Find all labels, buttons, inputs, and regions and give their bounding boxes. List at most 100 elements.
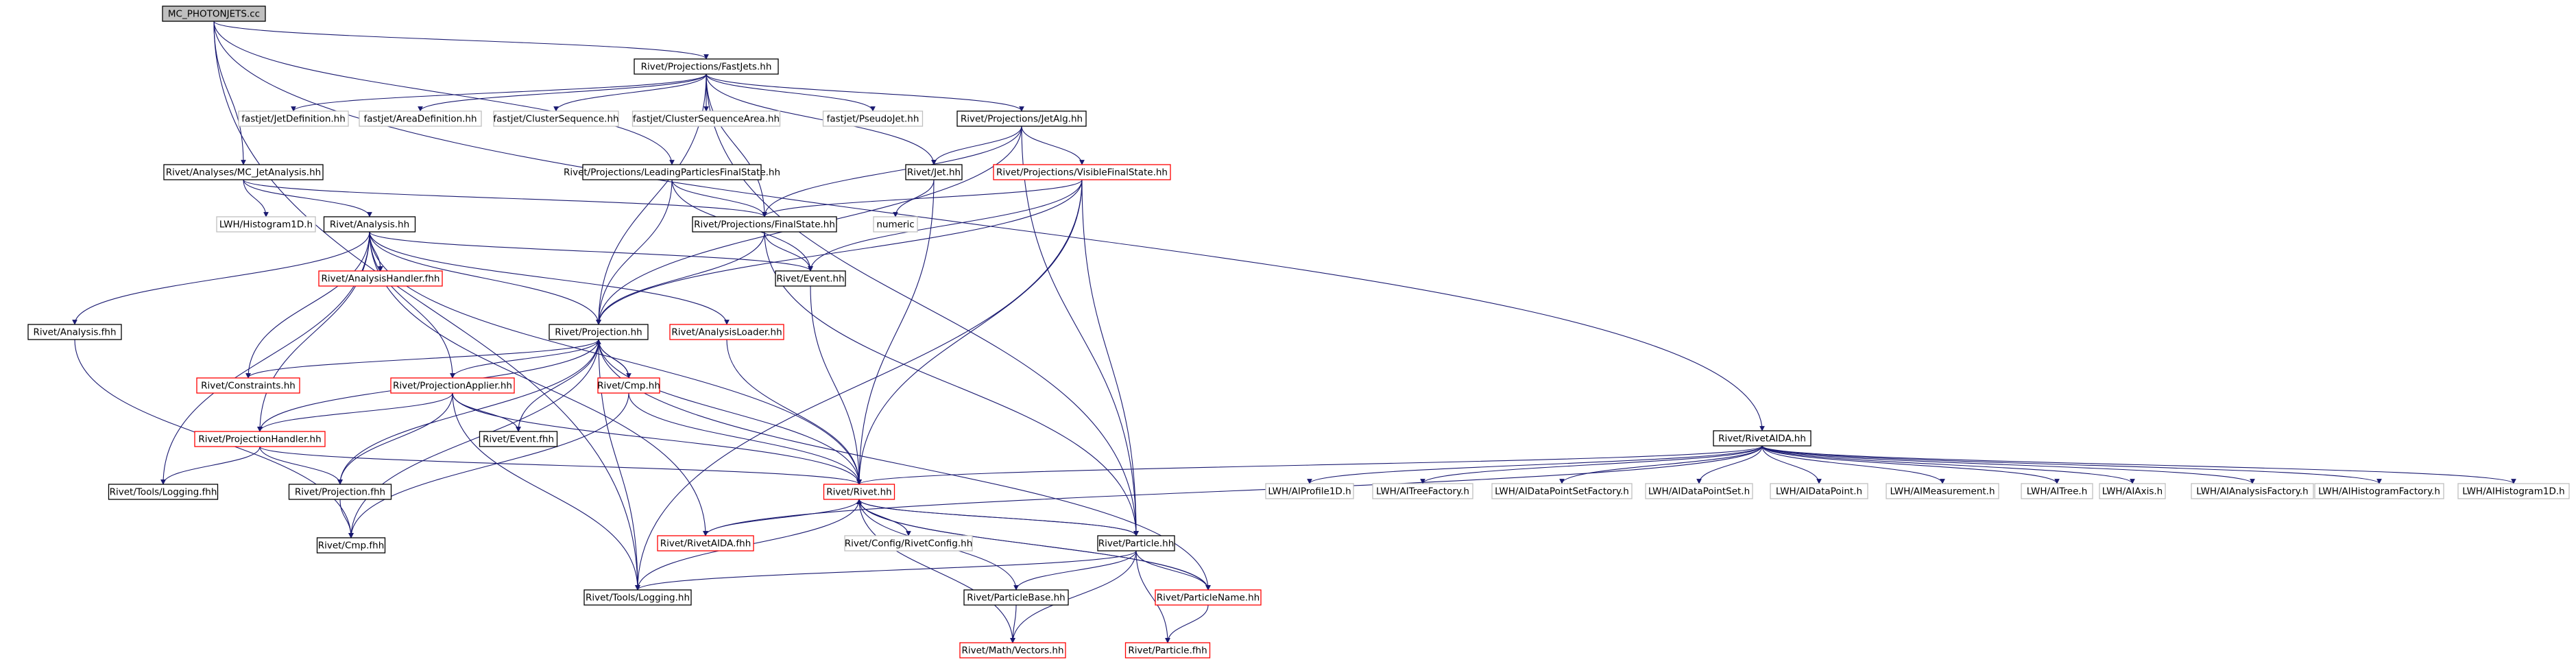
node-label: Rivet/Tools/Logging.fhh — [110, 487, 217, 498]
edge-papplier-to-projection-fhh — [337, 392, 453, 485]
edge-finalstate-to-projection — [596, 231, 765, 325]
node-particle-fhh[interactable]: Rivet/Particle.fhh — [1124, 642, 1211, 659]
node-finalstate[interactable]: Rivet/Projections/FinalState.hh — [692, 216, 837, 233]
node-vectors[interactable]: Rivet/Math/Vectors.hh — [959, 642, 1066, 659]
node-fj-jetdef[interactable]: fastjet/JetDefinition.hh — [238, 110, 349, 127]
node-aihist1d[interactable]: LWH/AIHistogram1D.h — [2457, 483, 2570, 499]
node-aianfac[interactable]: LWH/AIAnalysisFactory.h — [2191, 483, 2314, 499]
node-particle[interactable]: Rivet/Particle.hh — [1097, 535, 1175, 552]
node-box — [316, 537, 386, 554]
node-logging-fhh[interactable]: Rivet/Tools/Logging.fhh — [108, 484, 219, 500]
node-label: Rivet/Rivet.hh — [826, 487, 891, 498]
node-pbase[interactable]: Rivet/ParticleBase.hh — [963, 589, 1069, 606]
node-label: LWH/AIDataPointSet.h — [1648, 486, 1750, 497]
node-vfs[interactable]: Rivet/Projections/VisibleFinalState.hh — [993, 164, 1171, 180]
node-rivetaida-fhh[interactable]: Rivet/RivetAIDA.fhh — [657, 535, 754, 552]
node-constraints[interactable]: Rivet/Constraints.hh — [196, 377, 300, 394]
edge-analysis-to-event — [369, 231, 813, 272]
node-aiprofile[interactable]: LWH/AIProfile1D.h — [1265, 483, 1354, 499]
node-box — [318, 270, 443, 287]
node-pname[interactable]: Rivet/ParticleName.hh — [1155, 589, 1262, 606]
edge-rivetaida-to-aihist1d — [1761, 445, 2516, 484]
edge-rivetaida-to-aimeas — [1761, 445, 1945, 484]
node-cmp-fhh[interactable]: Rivet/Cmp.fhh — [316, 537, 386, 554]
node-label: fastjet/ClusterSequenceArea.hh — [633, 114, 780, 125]
node-jetalg[interactable]: Rivet/Projections/JetAlg.hh — [956, 110, 1087, 127]
edge-rivetaida-to-aitreefac — [1420, 445, 1763, 484]
node-lwh-h1d[interactable]: LWH/Histogram1D.h — [216, 216, 316, 233]
node-mcjet[interactable]: Rivet/Analyses/MC_JetAnalysis.hh — [163, 164, 324, 180]
node-box — [956, 110, 1087, 127]
node-label: Rivet/Jet.hh — [907, 167, 961, 178]
node-aitreefac[interactable]: LWH/AITreeFactory.h — [1372, 483, 1473, 499]
node-phandler[interactable]: Rivet/ProjectionHandler.hh — [194, 431, 326, 447]
node-mc[interactable]: MC_PHOTONJETS.cc — [162, 5, 266, 22]
edge-rivetaida-to-rivetaida-fhh — [703, 445, 1763, 536]
node-cmp[interactable]: Rivet/Cmp.hh — [597, 377, 660, 394]
node-label: Rivet/Event.hh — [776, 274, 844, 285]
node-fj-areadef[interactable]: fastjet/AreaDefinition.hh — [359, 110, 482, 127]
node-aidp[interactable]: LWH/AIDataPoint.h — [1770, 483, 1868, 499]
node-projection[interactable]: Rivet/Projection.hh — [549, 324, 649, 340]
edge-fastjets-to-fj-jetdef — [291, 73, 707, 112]
node-aidpsfac[interactable]: LWH/AIDataPointSetFactory.h — [1491, 483, 1633, 499]
node-fastjets[interactable]: Rivet/Projections/FastJets.hh — [634, 58, 779, 75]
node-event[interactable]: Rivet/Event.hh — [775, 270, 846, 287]
edge-papplier-to-event-fhh — [452, 392, 521, 432]
node-box — [823, 484, 895, 500]
edge-jetalg-to-vfs — [1021, 126, 1085, 165]
edge-projection-to-constraints — [245, 339, 599, 379]
node-event-fhh[interactable]: Rivet/Event.fhh — [479, 431, 558, 447]
node-rivet[interactable]: Rivet/Rivet.hh — [823, 484, 895, 500]
node-aloader[interactable]: Rivet/AnalysisLoader.hh — [669, 324, 784, 340]
node-box — [963, 589, 1069, 606]
node-label: numeric — [876, 220, 914, 230]
node-fj-pj[interactable]: fastjet/PseudoJet.hh — [822, 110, 924, 127]
node-aiaxis[interactable]: LWH/AIAxis.h — [2099, 483, 2166, 499]
node-box — [873, 216, 918, 233]
node-aimeas[interactable]: LWH/AIMeasurement.h — [1886, 483, 1999, 499]
node-jet[interactable]: Rivet/Jet.hh — [905, 164, 963, 180]
node-papplier[interactable]: Rivet/ProjectionApplier.hh — [390, 377, 515, 394]
edge-mc-to-logging — [213, 21, 640, 591]
edge-analysis-to-papplier — [369, 231, 455, 379]
node-box — [162, 5, 266, 22]
edge-pname-to-rivet — [856, 499, 1209, 591]
node-aidps[interactable]: LWH/AIDataPointSet.h — [1645, 483, 1753, 499]
node-logging[interactable]: Rivet/Tools/Logging.hh — [583, 589, 692, 606]
node-ahandler[interactable]: Rivet/AnalysisHandler.fhh — [318, 270, 443, 287]
node-box — [2314, 483, 2444, 499]
edge-particle-to-particle-fhh — [1135, 550, 1170, 643]
node-analysis[interactable]: Rivet/Analysis.hh — [323, 216, 416, 233]
node-box — [1491, 483, 1633, 499]
edge-rivetaida-to-aidp — [1761, 445, 1822, 484]
node-lpfs[interactable]: Rivet/Projections/LeadingParticlesFinalS… — [564, 164, 780, 180]
edge-cmp-to-projection — [596, 339, 629, 379]
node-numeric[interactable]: numeric — [873, 216, 918, 233]
node-rivetaida[interactable]: Rivet/RivetAIDA.hh — [1713, 430, 1811, 447]
node-label: Rivet/Projections/LeadingParticlesFinalS… — [564, 167, 780, 178]
node-label: LWH/Histogram1D.h — [219, 220, 313, 230]
node-label: Rivet/Projections/JetAlg.hh — [961, 114, 1083, 125]
edge-mcjet-to-analysis — [243, 179, 372, 217]
node-label: MC_PHOTONJETS.cc — [168, 9, 260, 20]
node-label: Rivet/Particle.fhh — [1128, 645, 1207, 656]
node-box — [844, 535, 973, 552]
edge-pname-to-particle-fhh — [1165, 604, 1209, 643]
node-label: Rivet/Cmp.hh — [597, 381, 660, 392]
node-box — [493, 110, 619, 127]
node-aitree[interactable]: LWH/AITree.h — [2021, 483, 2093, 499]
node-fj-csarea[interactable]: fastjet/ClusterSequenceArea.hh — [631, 110, 781, 127]
node-box — [323, 216, 416, 233]
edge-analysis-to-analysis-fhh — [72, 231, 370, 325]
node-analysis-fhh[interactable]: Rivet/Analysis.fhh — [27, 324, 122, 340]
edge-vfs-to-particle — [1081, 179, 1139, 536]
node-label: Rivet/AnalysisHandler.fhh — [322, 274, 440, 285]
node-label: LWH/AIProfile1D.h — [1268, 486, 1351, 497]
edge-rivetaida-to-aihistfac — [1761, 445, 2382, 484]
node-aihistfac[interactable]: LWH/AIHistogramFactory.h — [2314, 483, 2444, 499]
node-projection-fhh[interactable]: Rivet/Projection.fhh — [288, 484, 392, 500]
node-rivetconfig[interactable]: Rivet/Config/RivetConfig.hh — [844, 535, 973, 552]
node-label: Rivet/ProjectionApplier.hh — [393, 381, 512, 392]
node-fj-cs[interactable]: fastjet/ClusterSequence.hh — [493, 110, 619, 127]
